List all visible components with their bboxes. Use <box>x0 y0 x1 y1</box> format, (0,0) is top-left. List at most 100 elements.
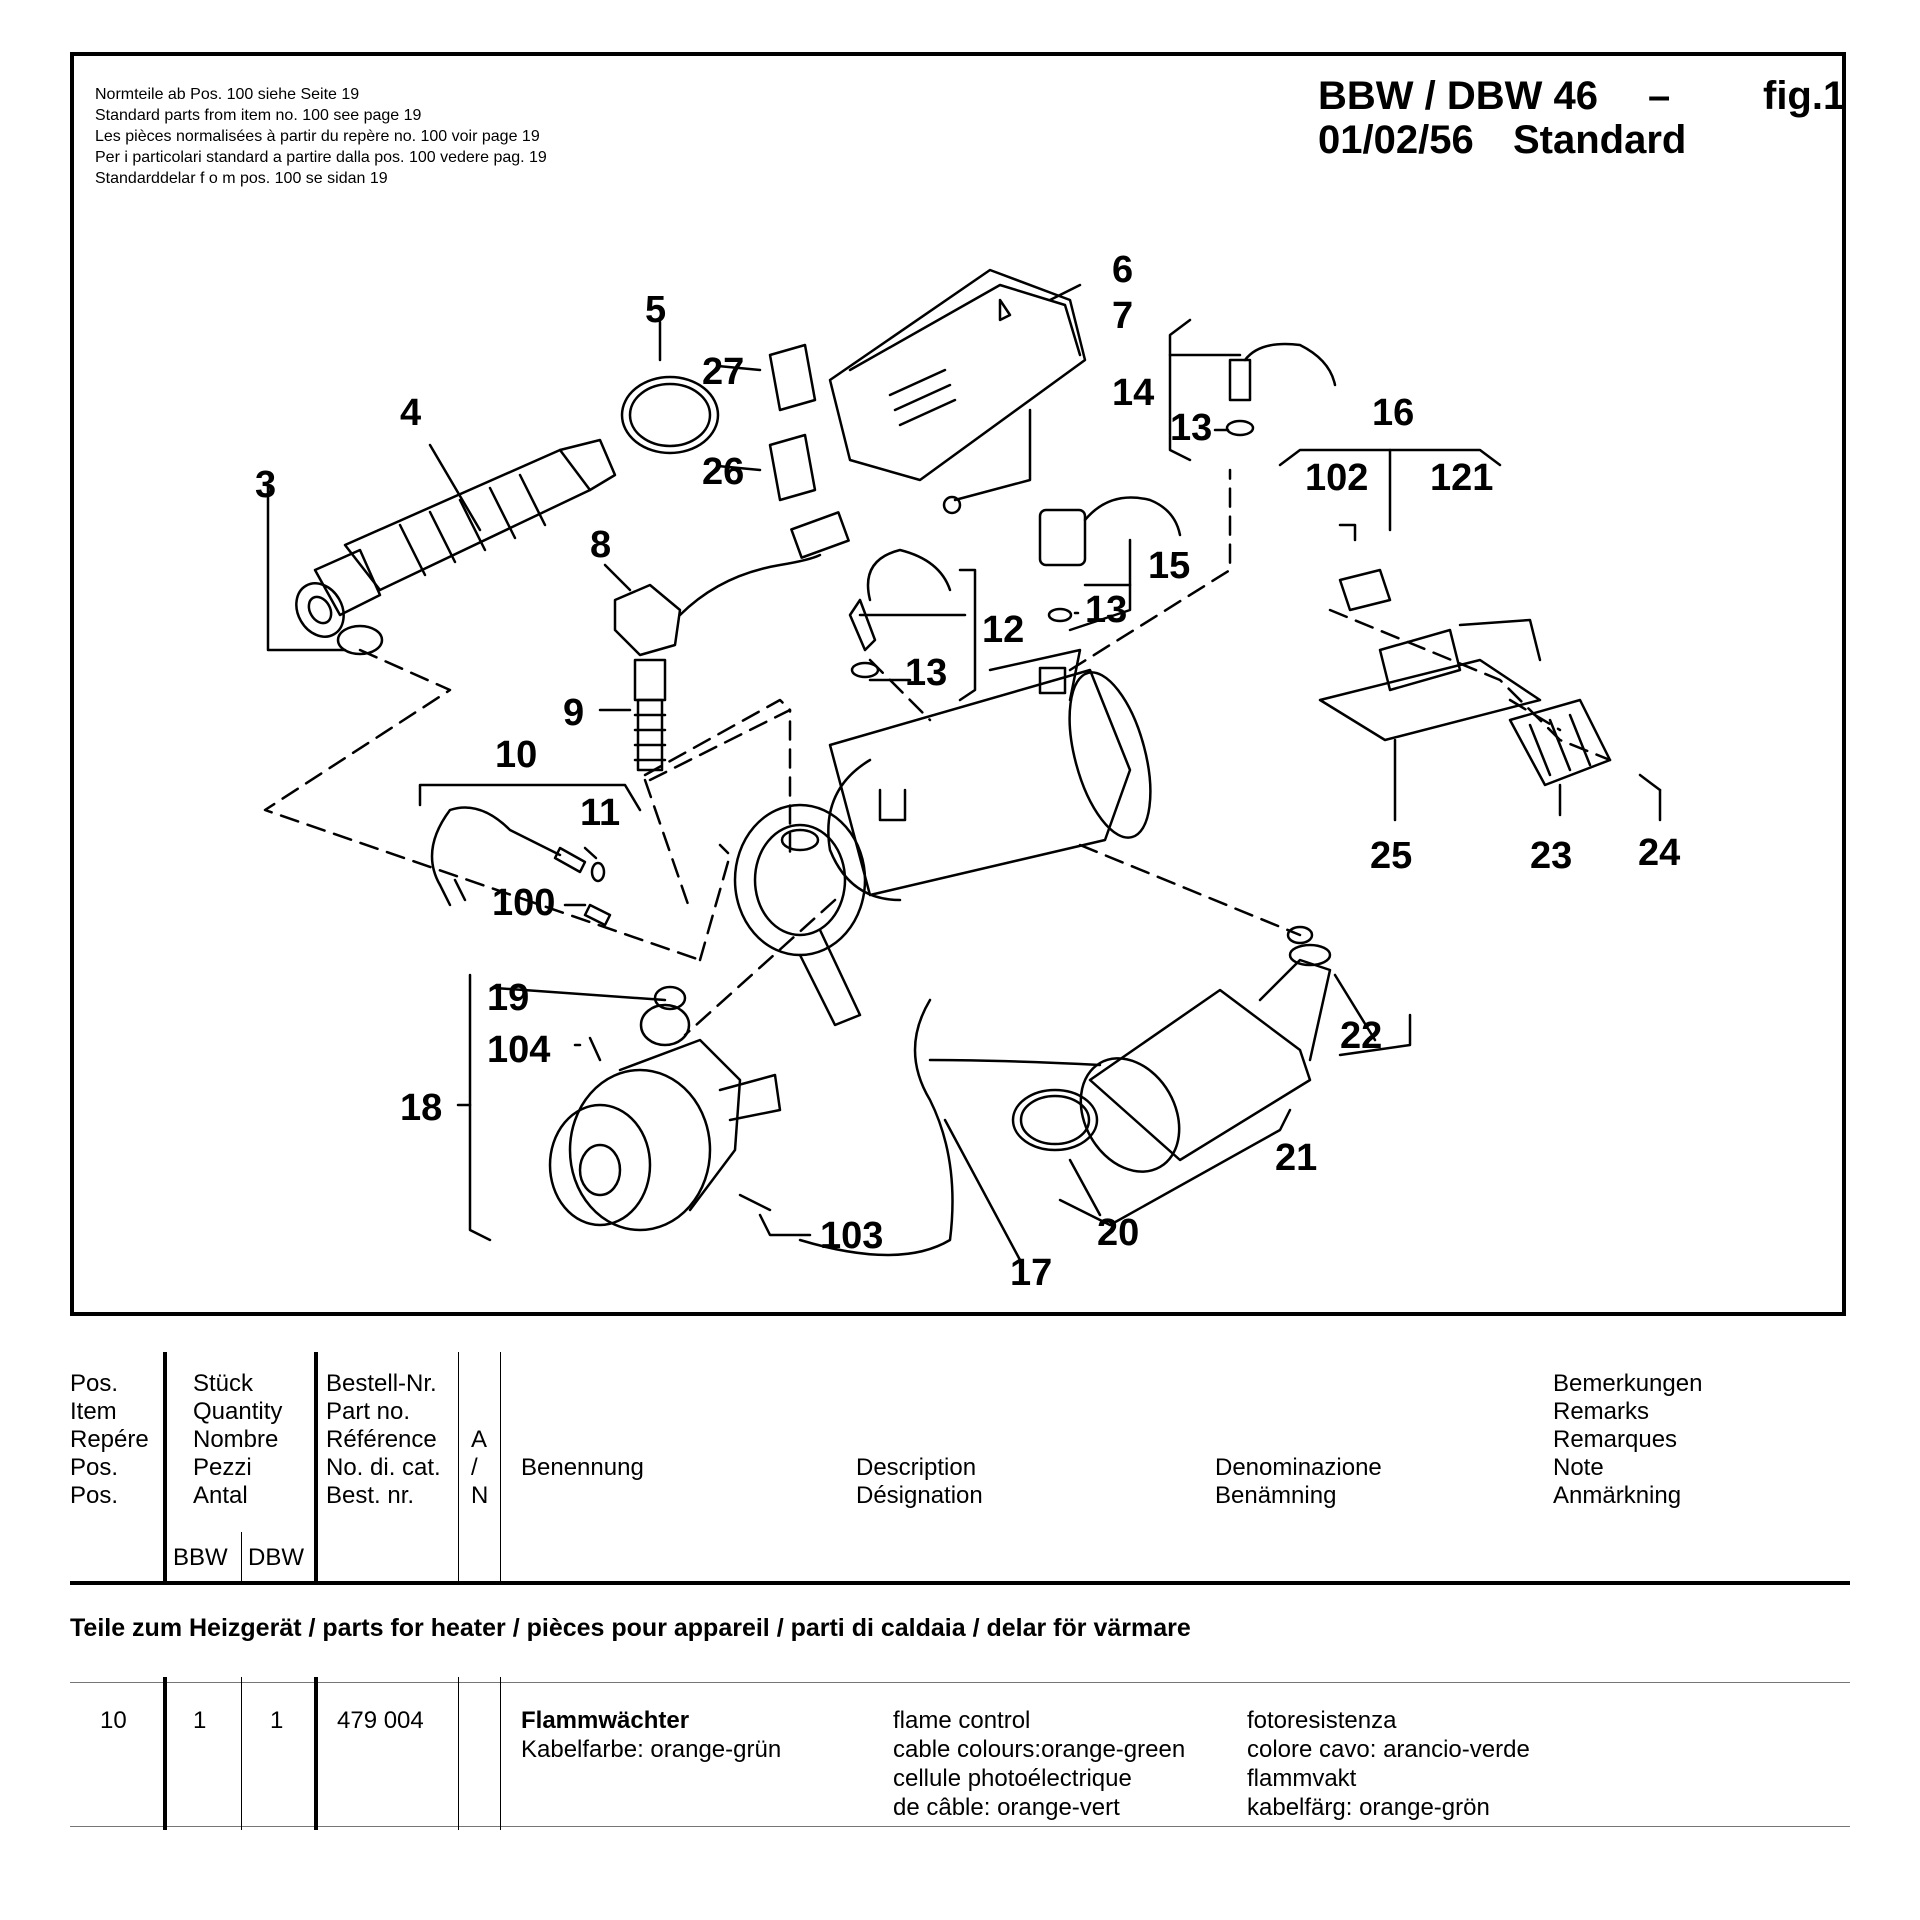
callout-22: 22 <box>1340 1015 1382 1057</box>
callout-24: 24 <box>1638 832 1680 874</box>
header-an-n: N <box>471 1482 489 1509</box>
row-qty-bbw: 1 <box>193 1707 207 1734</box>
sensor-part-15 <box>1038 496 1182 567</box>
header-pos-sv: Pos. <box>70 1482 119 1509</box>
row-fr-detail: de câble: orange-vert <box>893 1794 1120 1821</box>
callout-13c: 13 <box>905 652 947 694</box>
header-description-en: Description <box>856 1454 977 1481</box>
header-description-fr: Désignation <box>856 1482 983 1509</box>
callout-11: 11 <box>580 792 620 834</box>
callout-5: 5 <box>645 289 666 331</box>
seal-part-22 <box>1286 925 1314 945</box>
plug-part-8 <box>613 511 850 657</box>
header-partno-it: No. di. cat. <box>326 1454 441 1481</box>
control-bracket-part-25 <box>1318 568 1542 742</box>
o-ring-part-11 <box>590 861 606 883</box>
header-partno-sv: Best. nr. <box>326 1482 415 1509</box>
grommet-part-27 <box>768 343 817 412</box>
blower-motor-part-18 <box>548 1003 782 1232</box>
model-date: 01/02/56 <box>1318 118 1474 162</box>
section-title: Teile zum Heizgerät / parts for heater /… <box>70 1614 1191 1642</box>
header-pos-it: Pos. <box>70 1454 119 1481</box>
row-top-rule <box>70 1682 1850 1683</box>
callout-104: 104 <box>487 1029 550 1071</box>
header-remarks-it: Note <box>1553 1454 1604 1481</box>
row-pos: 10 <box>100 1707 127 1734</box>
header-rule-1 <box>163 1352 167 1582</box>
header-partno-de: Bestell-Nr. <box>326 1370 437 1397</box>
header-qty-en: Quantity <box>193 1398 283 1425</box>
callout-100: 100 <box>492 882 555 924</box>
callout-3: 3 <box>255 464 276 506</box>
clamp-part-5 <box>620 375 720 455</box>
header-qty-it: Pezzi <box>193 1454 252 1481</box>
drawing-frame <box>70 52 1846 1316</box>
header-qty-sv: Antal <box>193 1482 248 1509</box>
callout-27: 27 <box>702 351 744 393</box>
header-qty-bbw: BBW <box>173 1544 228 1571</box>
header-qty-de: Stück <box>193 1370 254 1397</box>
callout-13a: 13 <box>1170 407 1212 449</box>
o-ring-part-13b <box>1047 607 1073 623</box>
connector-part-23 <box>1508 698 1612 787</box>
header-quantity: Stück Quantity Nombre Pezzi Antal <box>193 1370 282 1510</box>
header-bottom-rule <box>70 1581 1850 1585</box>
row-de-name: Flammwächter <box>521 1707 690 1734</box>
row-description-de: Flammwächter Kabelfarbe: orange-grün <box>521 1706 781 1764</box>
callout-103: 103 <box>820 1215 883 1257</box>
leader-lines <box>266 283 1662 1262</box>
header-remarks-de: Bemerkungen <box>1553 1370 1703 1397</box>
hose-part-4 <box>295 438 617 638</box>
row-description-en-fr: flame control cable colours:orange-green… <box>893 1706 1185 1822</box>
callout-121: 121 <box>1430 457 1493 499</box>
callout-16: 16 <box>1372 392 1414 434</box>
header-rule-3 <box>314 1352 318 1582</box>
callout-14: 14 <box>1112 372 1154 414</box>
callout-102: 102 <box>1305 457 1368 499</box>
circulation-pump-part-21 <box>1079 943 1332 1173</box>
callout-19: 19 <box>487 977 529 1019</box>
screw-part-100 <box>583 903 612 927</box>
header-pos-de: Pos. <box>70 1370 119 1397</box>
row-qty-dbw: 1 <box>270 1707 284 1734</box>
callout-17: 17 <box>1010 1252 1052 1294</box>
header-denominazione: Denominazione Benämning <box>1215 1454 1382 1510</box>
header-remarks-en: Remarks <box>1553 1398 1650 1425</box>
header-remarks: Bemerkungen Remarks Remarques Note Anmär… <box>1553 1370 1702 1510</box>
row-description-it-sv: fotoresistenza colore cavo: arancio-verd… <box>1247 1706 1530 1822</box>
header-remarks-sv: Anmärkning <box>1553 1482 1682 1509</box>
o-ring-part-19 <box>653 985 687 1011</box>
model-code: BBW / DBW 46 <box>1318 74 1598 118</box>
clamp-part-20 <box>1011 1088 1099 1152</box>
header-part-no: Bestell-Nr. Part no. Référence No. di. c… <box>326 1370 441 1510</box>
row-rule-5 <box>500 1677 501 1830</box>
callout-4: 4 <box>400 392 421 434</box>
sensor-part-14 <box>1228 342 1337 402</box>
header-description: Description Désignation <box>856 1454 983 1510</box>
header-partno-fr: Référence <box>326 1426 437 1453</box>
row-en-name: flame control <box>893 1707 1031 1734</box>
row-rule-2 <box>241 1677 242 1830</box>
note-sv: Standarddelar f o m pos. 100 se sidan 19 <box>95 170 388 187</box>
row-rule-4 <box>458 1677 459 1830</box>
header-an: A / N <box>471 1426 488 1510</box>
callout-15: 15 <box>1148 545 1190 587</box>
cover-part-6-7 <box>828 268 1087 515</box>
nozzle-part-9 <box>633 658 667 772</box>
callout-10: 10 <box>495 734 537 776</box>
callout-7: 7 <box>1112 295 1133 337</box>
figure-number: fig.1 <box>1763 74 1846 118</box>
note-it: Per i particolari standard a partire dal… <box>95 149 547 166</box>
header-denominazione-sv: Benämning <box>1215 1482 1337 1509</box>
callout-25: 25 <box>1370 835 1412 877</box>
set-screw-part-104 <box>588 1036 602 1062</box>
note-fr: Les pièces normalisées à partir du repèr… <box>95 128 540 145</box>
dashed-connection-lines <box>263 468 1612 1037</box>
callout-20: 20 <box>1097 1212 1139 1254</box>
header-an-slash: / <box>471 1454 478 1481</box>
header-qty-dbw: DBW <box>248 1544 304 1571</box>
row-bottom-rule <box>70 1826 1850 1827</box>
header-rule-4 <box>458 1352 459 1582</box>
note-en: Standard parts from item no. 100 see pag… <box>95 107 422 124</box>
